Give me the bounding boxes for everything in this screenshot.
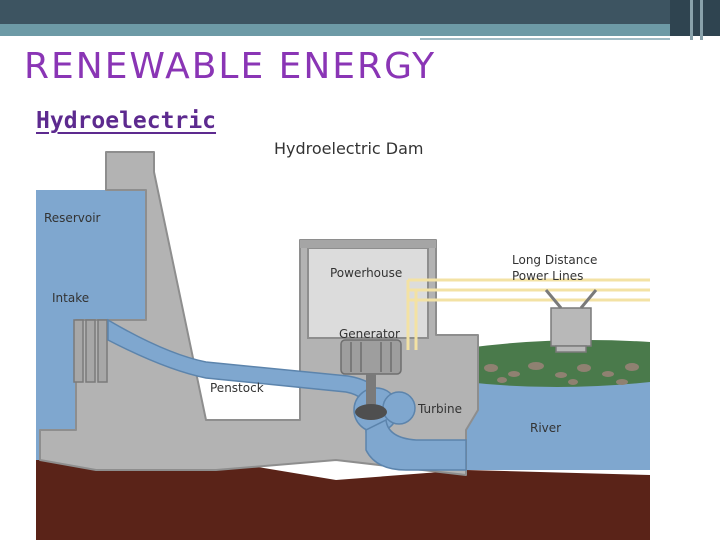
powerhouse-roof <box>300 240 436 248</box>
slide-header-bar <box>0 0 720 40</box>
generator-body <box>340 339 402 375</box>
label-generator: Generator <box>339 327 400 341</box>
slide-title: RENEWABLE ENERGY <box>24 46 437 87</box>
intake-screens <box>73 319 108 383</box>
outflow-channel <box>365 418 467 471</box>
label-river: River <box>530 421 561 435</box>
label-reservoir: Reservoir <box>44 211 101 225</box>
slide-subtitle: Hydroelectric <box>36 108 217 134</box>
label-turbine: Turbine <box>417 402 462 416</box>
earth-ground <box>36 460 650 540</box>
label-penstock: Penstock <box>210 381 264 395</box>
label-power-lines-line2: Power Lines <box>512 269 583 283</box>
diagram-title: Hydroelectric Dam <box>274 139 424 158</box>
hydroelectric-dam-diagram: Hydroelectric Dam Reservoir Intake Power… <box>36 139 650 540</box>
label-power-lines-line1: Long Distance <box>512 253 597 267</box>
transformer <box>544 289 598 353</box>
turbine-housing-right <box>382 391 416 425</box>
generator-fins <box>350 342 392 372</box>
label-intake: Intake <box>52 291 89 305</box>
river-bank-stones <box>484 362 639 385</box>
powerhouse-building <box>307 247 429 339</box>
label-powerhouse: Powerhouse <box>330 266 402 280</box>
turbine-shaft <box>366 374 376 410</box>
power-lines <box>406 278 650 350</box>
turbine-runner <box>355 404 387 420</box>
